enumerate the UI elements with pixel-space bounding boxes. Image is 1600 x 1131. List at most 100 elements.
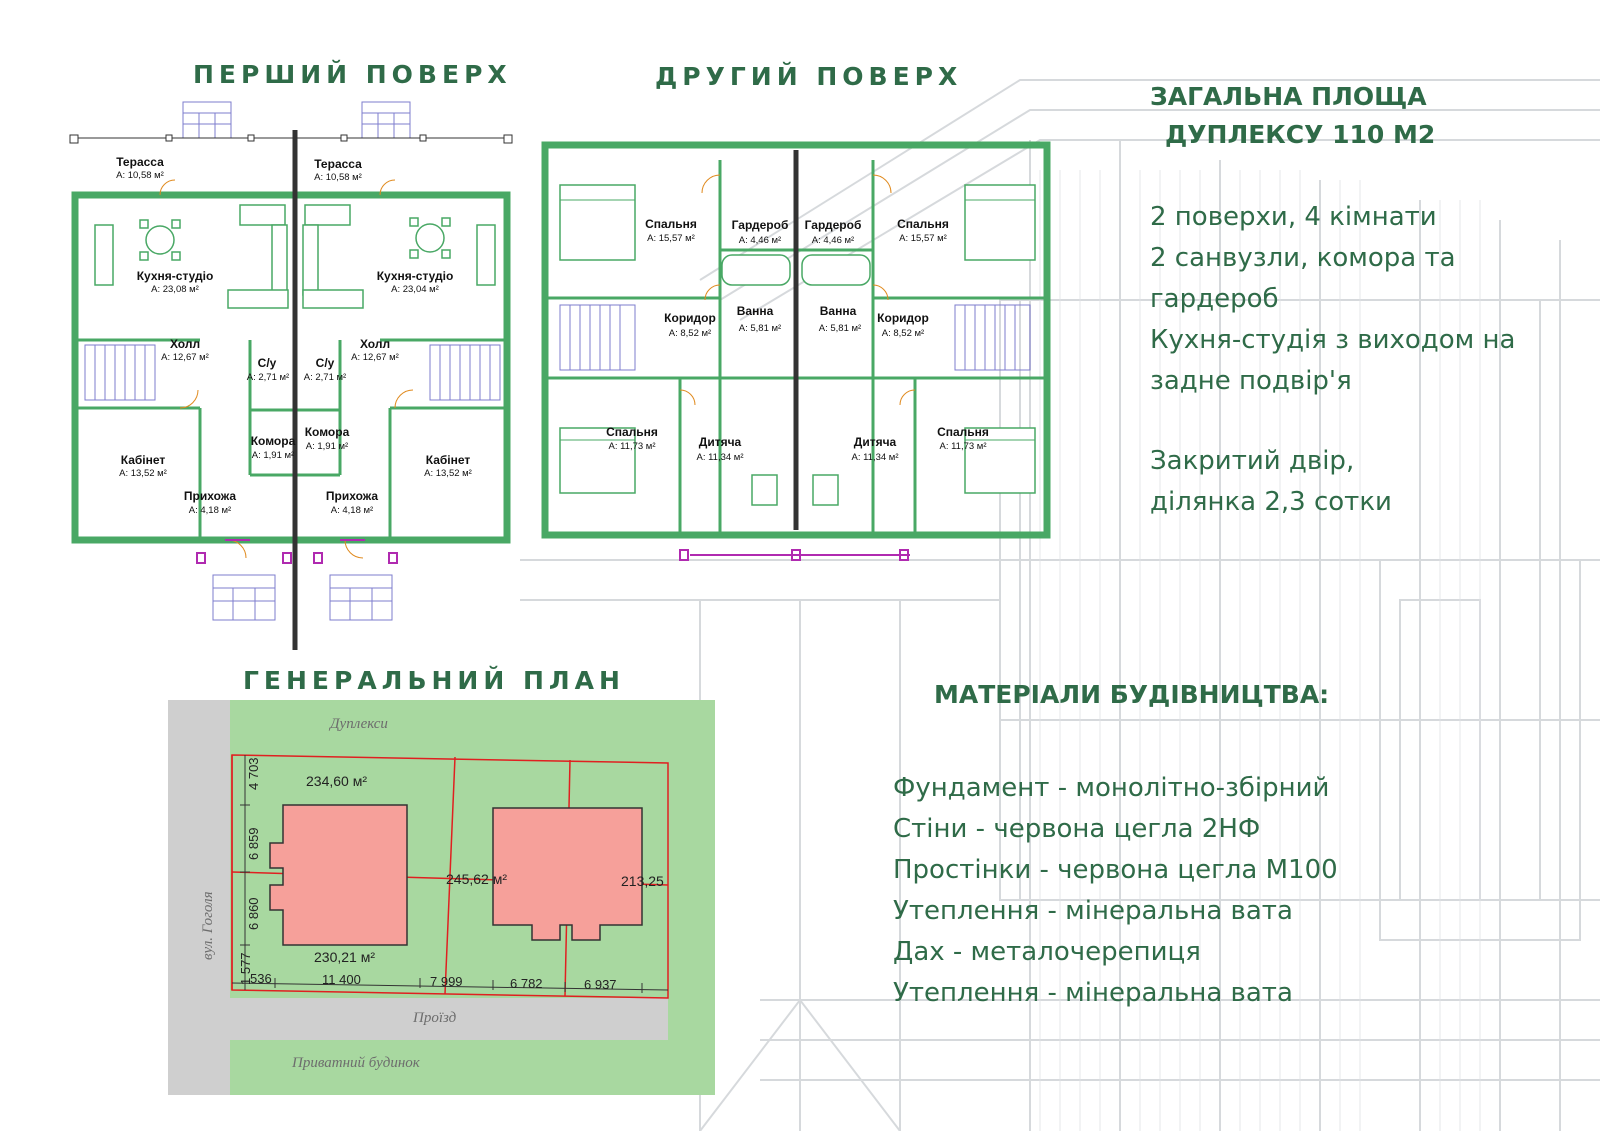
feature-line: гардероб (1150, 284, 1279, 314)
dimension-horizontal: 6 937 (584, 977, 617, 992)
room-label: Коридор (877, 311, 929, 325)
room-area: А: 11,73 м² (608, 441, 655, 452)
site-top-label: Дуплекси (328, 716, 388, 732)
duplex-building-right (492, 807, 643, 941)
road-label: Проїзд (412, 1010, 457, 1026)
material-line: Утеплення - мінеральна вата (893, 978, 1293, 1008)
room-area: А: 11,34 м² (696, 452, 743, 463)
room-label: Кабінет (121, 453, 166, 467)
material-line: Стіни - червона цегла 2НФ (893, 814, 1261, 844)
yard-line: Закритий двір, (1150, 446, 1355, 476)
room-label: Ванна (820, 304, 857, 318)
room-area: А: 5,81 м² (819, 323, 861, 334)
feature-line: 2 санвузли, комора та (1150, 243, 1456, 273)
room-area: А: 10,58 м² (314, 172, 362, 183)
room-area: А: 2,71 м² (304, 372, 346, 383)
room-area: А: 13,52 м² (119, 468, 167, 479)
first-floor-heading: ПЕРШИЙ ПОВЕРХ (193, 60, 512, 89)
room-label: Холл (170, 337, 200, 351)
dimension-vertical: 4 703 (246, 757, 261, 790)
feature-line: 2 поверхи, 4 кімнати (1150, 202, 1437, 232)
total-area-heading: ЗАГАЛЬНА ПЛОЩА ДУПЛЕКСУ 110 М2 (1150, 78, 1435, 154)
room-area: А: 13,52 м² (424, 468, 472, 479)
site-plan: Дуплекси вул. Гоголя Проїзд Приватний бу… (168, 700, 715, 1095)
room-area: А: 4,46 м² (739, 235, 781, 246)
driveway-strip (230, 998, 668, 1040)
room-label: Кабінет (426, 453, 471, 467)
material-line: Утеплення - мінеральна вата (893, 896, 1293, 926)
material-line: Фундамент - монолітно-збірний (893, 773, 1330, 803)
room-label: Гардероб (805, 218, 862, 232)
room-area: А: 15,57 м² (899, 233, 947, 244)
feature-line: Кухня-студія з виходом на (1150, 325, 1516, 355)
first-floor-plan: Терасса А: 10,58 м² Терасса А: 10,58 м² … (69, 101, 513, 650)
yard-line: ділянка 2,3 сотки (1150, 487, 1392, 517)
room-label: Спальня (645, 217, 697, 231)
room-area: А: 23,08 м² (151, 284, 199, 295)
room-area: А: 8,52 м² (669, 328, 711, 339)
second-floor-heading: ДРУГИЙ ПОВЕРХ (655, 62, 963, 91)
yard-info: Закритий двір, ділянка 2,3 сотки (1150, 441, 1392, 523)
room-area: А: 12,67 м² (351, 352, 399, 363)
room-label: Кухня-студіо (137, 269, 214, 283)
room-label: Спальня (606, 425, 658, 439)
total-area-line-1: ЗАГАЛЬНА ПЛОЩА (1150, 82, 1427, 111)
room-label: С/у (258, 356, 277, 370)
street-label: вул. Гоголя (200, 891, 216, 960)
room-area: А: 11,34 м² (851, 452, 898, 463)
duplex-building-left (269, 804, 408, 946)
room-label: Ванна (737, 304, 774, 318)
room-label: Спальня (897, 217, 949, 231)
room-label: Дитяча (699, 435, 742, 449)
dimension-horizontal: 11 400 (322, 972, 361, 987)
materials-list: Фундамент - монолітно-збірний Стіни - че… (893, 768, 1338, 1014)
site-plan-heading: ГЕНЕРАЛЬНИЙ ПЛАН (243, 666, 625, 695)
room-label: Терасса (116, 155, 164, 169)
room-label: Спальня (937, 425, 989, 439)
room-area: А: 23,04 м² (391, 284, 439, 295)
room-area: А: 4,18 м² (189, 505, 231, 516)
room-area: А: 1,91 м² (252, 450, 294, 461)
room-label: Гардероб (732, 218, 789, 232)
materials-heading: МАТЕРІАЛИ БУДІВНИЦТВА: (934, 680, 1330, 709)
material-line: Простінки - червона цегла М100 (893, 855, 1338, 885)
room-area: А: 2,71 м² (247, 372, 289, 383)
second-floor-plan: Спальня А: 15,57 м² Гардероб А: 4,46 м² … (541, 141, 1051, 561)
room-label: Терасса (314, 157, 362, 171)
plot-area: 245,62 м² (446, 871, 507, 887)
dimension-horizontal: 7 999 (430, 974, 463, 989)
plot-area: 213,25 (621, 873, 664, 889)
room-label: Комора (305, 425, 350, 439)
dimension-vertical: 6 859 (246, 827, 261, 860)
feature-line: задне подвір'я (1150, 366, 1352, 396)
room-area: А: 1,91 м² (306, 441, 348, 452)
room-label: Прихожа (184, 489, 237, 503)
dimension-vertical: 6 860 (246, 897, 261, 930)
room-area: А: 5,81 м² (739, 323, 781, 334)
room-label: Коридор (664, 311, 716, 325)
room-label: Комора (251, 434, 296, 448)
dimension-horizontal: 536 (250, 971, 272, 986)
room-area: А: 4,46 м² (812, 235, 854, 246)
room-area: А: 11,73 м² (939, 441, 986, 452)
plot-area: 230,21 м² (314, 949, 375, 965)
room-area: А: 15,57 м² (647, 233, 695, 244)
total-area-line-2: ДУПЛЕКСУ 110 М2 (1165, 120, 1436, 149)
room-area: А: 4,18 м² (331, 505, 373, 516)
dimension-vertical: 1 577 (238, 952, 253, 985)
room-area: А: 10,58 м² (116, 170, 164, 181)
room-label: Холл (360, 337, 390, 351)
room-area: А: 8,52 м² (882, 328, 924, 339)
features-list: 2 поверхи, 4 кімнати 2 санвузли, комора … (1150, 197, 1516, 402)
neighbour-label: Приватний будинок (291, 1055, 421, 1071)
room-label: Дитяча (854, 435, 897, 449)
room-area: А: 12,67 м² (161, 352, 209, 363)
material-line: Дах - металочерепиця (893, 937, 1201, 967)
room-label: Кухня-студіо (377, 269, 454, 283)
room-label: С/у (316, 356, 335, 370)
dimension-horizontal: 6 782 (510, 976, 543, 991)
plot-area: 234,60 м² (306, 773, 367, 789)
room-label: Прихожа (326, 489, 379, 503)
street-strip (168, 700, 230, 1095)
